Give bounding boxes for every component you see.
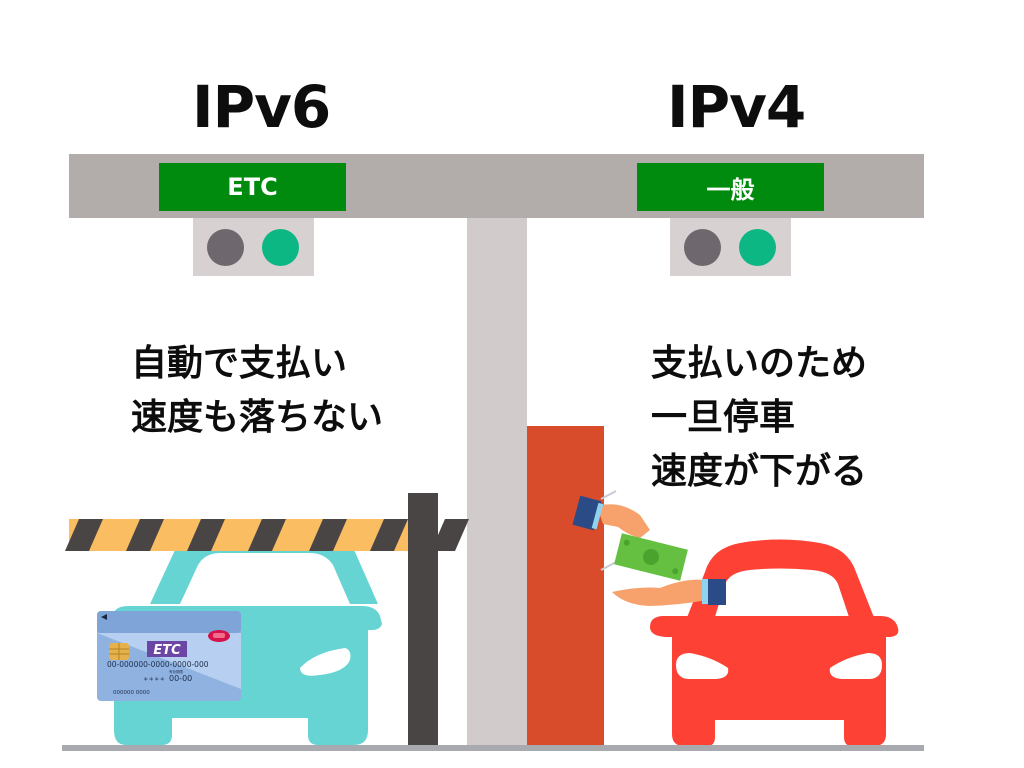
ipv4-caption: 支払いのため 一旦停車 速度が下がる — [651, 337, 867, 499]
barrier-stripe — [126, 519, 164, 551]
barrier-stripe — [65, 519, 103, 551]
barrier-post — [408, 493, 438, 745]
card-small-label: 有効期限 — [169, 669, 183, 674]
general-lane-sign: 一般 — [637, 163, 824, 211]
toll-booth — [527, 426, 604, 745]
barrier-stripe — [431, 519, 469, 551]
lamp-green-icon — [739, 229, 776, 266]
etc-lane-sign: ETC — [159, 163, 346, 211]
etc-lane-sign-label: ETC — [227, 173, 278, 201]
etc-card-icon: ETC 00-000000-0000-0000-000 有効期限 ＊＊＊＊ 00… — [97, 611, 241, 701]
caption-line: 速度も落ちない — [131, 397, 384, 438]
road-ground-line — [62, 745, 924, 751]
card-brand: ETC — [153, 643, 181, 658]
lamp-off-icon — [684, 229, 721, 266]
card-stars: ＊＊＊＊ — [143, 676, 165, 683]
general-lane-sign-label: 一般 — [706, 175, 755, 204]
general-signal-light — [670, 218, 791, 276]
card-number: 00-000000-0000-0000-000 — [107, 660, 209, 669]
barrier-stripe — [248, 519, 286, 551]
barrier-stripe — [309, 519, 347, 551]
caption-line: 一旦停車 — [651, 397, 796, 438]
etc-signal-light — [193, 218, 314, 276]
caption-line: 支払いのため — [651, 343, 868, 384]
barrier-stripe — [370, 519, 408, 551]
lamp-green-icon — [262, 229, 299, 266]
barrier-arm — [65, 519, 469, 551]
caption-line: 自動で支払い — [131, 343, 348, 384]
center-pillar — [467, 218, 527, 745]
caption-line: 速度が下がる — [651, 451, 868, 492]
ipv6-title: IPv6 — [192, 73, 331, 141]
ipv4-title: IPv4 — [667, 73, 806, 141]
lamp-off-icon — [207, 229, 244, 266]
card-bottom-code: 000000 0000 — [113, 690, 150, 696]
ipv6-caption: 自動で支払い 速度も落ちない — [131, 337, 383, 445]
card-expiry: 00-00 — [169, 674, 192, 683]
barrier-stripe — [187, 519, 225, 551]
